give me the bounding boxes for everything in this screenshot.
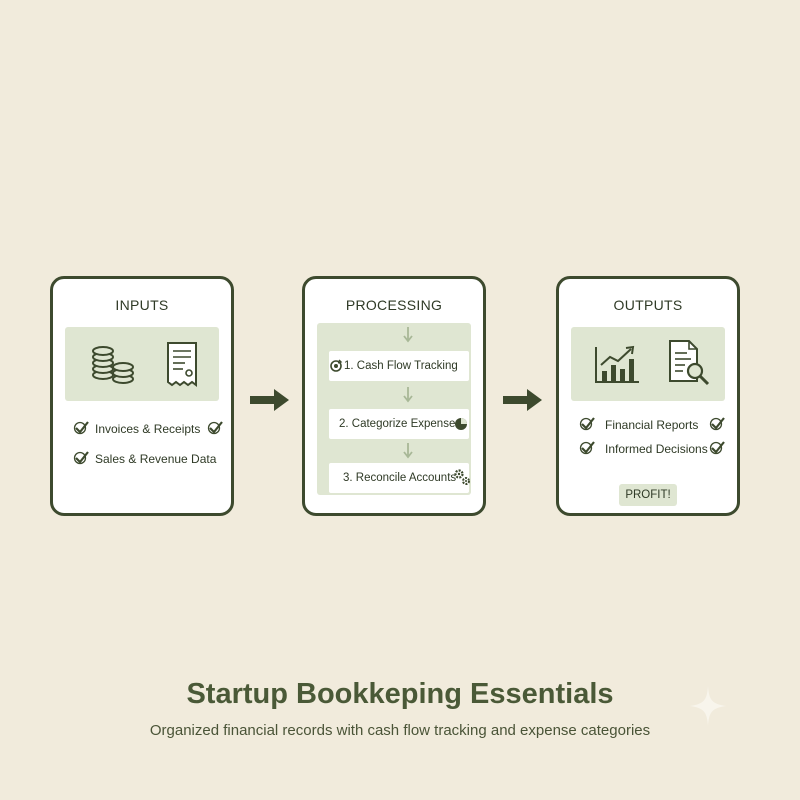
check-icon bbox=[579, 441, 595, 455]
bar-chart-icon bbox=[595, 345, 639, 383]
process-step-label: 3. Reconcile Accounts bbox=[343, 472, 457, 484]
inputs-item: Invoices & Receipts bbox=[73, 419, 223, 443]
outputs-item-label: Informed Decisions bbox=[605, 442, 708, 456]
check-icon bbox=[73, 451, 89, 465]
down-arrow-icon bbox=[403, 443, 413, 459]
page-subtitle: Organized financial records with cash fl… bbox=[149, 722, 651, 739]
down-arrow-icon bbox=[403, 387, 413, 403]
inputs-panel: INPUTS bbox=[50, 276, 234, 516]
cycle-icon bbox=[330, 359, 343, 372]
process-step: 1. Cash Flow Tracking bbox=[329, 351, 469, 381]
profit-badge: PROFIT! bbox=[619, 484, 677, 506]
report-search-icon bbox=[669, 340, 710, 386]
check-icon bbox=[73, 421, 89, 435]
processing-title: PROCESSING bbox=[345, 297, 443, 313]
check-icon bbox=[579, 417, 595, 431]
check-icon bbox=[709, 441, 725, 455]
flow-arrow-icon bbox=[250, 389, 289, 411]
receipt-icon bbox=[167, 342, 197, 387]
inputs-item-label: Invoices & Receipts bbox=[95, 422, 201, 436]
outputs-item: Financial Reports bbox=[579, 415, 725, 439]
pie-chart-icon bbox=[455, 418, 467, 430]
inputs-icon-box bbox=[65, 327, 219, 401]
processing-panel: PROCESSING 1. Cash Flow Tracking 2. Cate… bbox=[302, 276, 486, 516]
outputs-icon-box bbox=[571, 327, 725, 401]
down-arrow-icon bbox=[403, 327, 413, 343]
inputs-title: INPUTS bbox=[115, 297, 169, 313]
check-icon bbox=[709, 417, 725, 431]
outputs-item-label: Financial Reports bbox=[605, 418, 699, 432]
processing-box: 1. Cash Flow Tracking 2. Categorize Expe… bbox=[317, 323, 471, 495]
process-step: 3. Reconcile Accounts bbox=[329, 463, 470, 493]
outputs-title: OUTPUTS bbox=[613, 297, 683, 313]
process-step-label: 2. Categorize Expenses bbox=[339, 418, 462, 430]
inputs-item: Sales & Revenue Data bbox=[73, 449, 219, 473]
sparkle-icon bbox=[690, 686, 726, 726]
check-icon bbox=[207, 421, 223, 435]
outputs-panel: OUTPUTS bbox=[556, 276, 740, 516]
outputs-item: Informed Decisions bbox=[579, 439, 725, 463]
process-step: 2. Categorize Expenses bbox=[329, 409, 469, 439]
flow-arrow-icon bbox=[503, 389, 542, 411]
coins-icon bbox=[92, 346, 134, 384]
gears-icon bbox=[454, 469, 470, 485]
page-title: Startup Bookkeping Essentials bbox=[186, 678, 614, 710]
process-step-label: 1. Cash Flow Tracking bbox=[344, 360, 458, 372]
inputs-item-label: Sales & Revenue Data bbox=[95, 452, 217, 466]
